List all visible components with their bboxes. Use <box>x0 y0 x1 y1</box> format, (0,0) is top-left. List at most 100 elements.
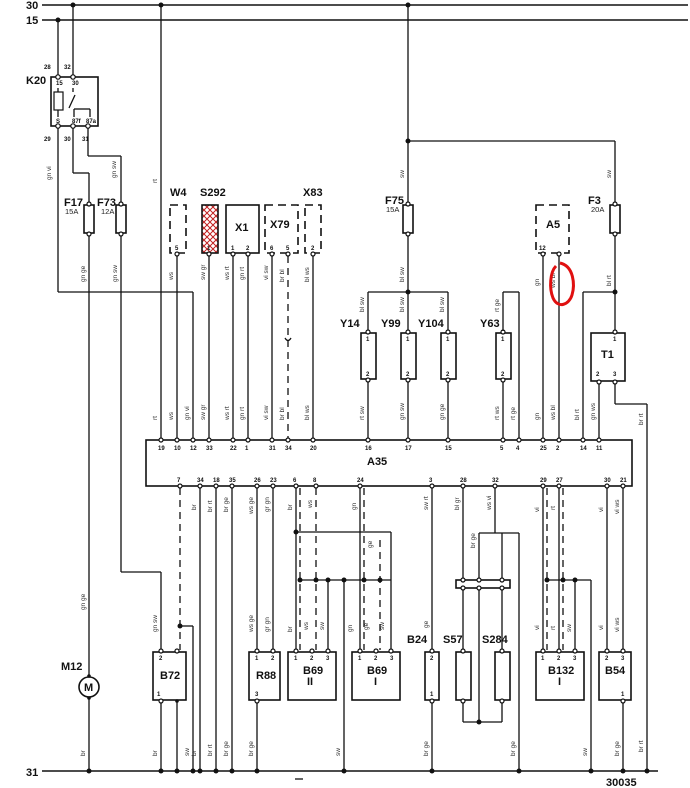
svg-text:X83: X83 <box>303 187 323 199</box>
ecu-bottom-pin-label: 7 <box>177 478 181 484</box>
ecu-top-terminal <box>445 437 451 443</box>
ecu-bottom-terminal <box>540 483 546 489</box>
svg-text:S284: S284 <box>482 634 509 646</box>
svg-text:gn: gn <box>534 412 541 420</box>
svg-text:gn: gn <box>534 278 541 286</box>
svg-text:1: 1 <box>157 692 161 698</box>
svg-text:B69: B69 <box>303 665 323 677</box>
rail-15: 15 <box>26 15 688 27</box>
ecu-bottom-terminal <box>213 483 219 489</box>
svg-text:1: 1 <box>294 656 298 662</box>
svg-text:1: 1 <box>231 246 235 252</box>
ecu-top-pin-label: 2 <box>556 446 560 452</box>
svg-text:br ge: br ge <box>510 741 517 756</box>
svg-text:28: 28 <box>44 65 51 71</box>
motor-symbol: M <box>84 682 93 694</box>
svg-text:12A: 12A <box>101 207 114 216</box>
ecu-bottom-terminal <box>270 483 276 489</box>
svg-text:87f: 87f <box>72 119 82 125</box>
module-a5: A5 12 <box>535 204 570 257</box>
svg-text:3: 3 <box>255 692 259 698</box>
svg-text:X1: X1 <box>235 222 248 234</box>
ecu-top-pin-label: 15 <box>445 446 452 452</box>
svg-text:12: 12 <box>539 246 546 252</box>
svg-text:br bl: br bl <box>279 407 286 420</box>
svg-text:30: 30 <box>64 137 71 143</box>
svg-text:sw: sw <box>399 170 406 178</box>
svg-text:2: 2 <box>501 372 505 378</box>
ecu-bottom-terminal <box>492 483 498 489</box>
svg-text:sw: sw <box>379 622 386 630</box>
svg-text:2: 2 <box>557 656 561 662</box>
svg-text:ws rt: ws rt <box>224 406 231 421</box>
svg-text:2: 2 <box>366 372 370 378</box>
svg-text:gn: gn <box>351 502 358 510</box>
svg-text:B24: B24 <box>407 634 428 646</box>
svg-text:ws rt: ws rt <box>224 266 231 281</box>
svg-text:ge: ge <box>367 540 374 548</box>
ecu-bottom-terminal <box>357 483 363 489</box>
fuse-f75: F75 15A <box>385 195 414 237</box>
module-t1: T1 1 2 3 <box>590 329 626 385</box>
ecu-top-pin-label: 19 <box>158 446 165 452</box>
ecu-bottom-pin-label: 30 <box>604 478 611 484</box>
svg-text:bl gr: bl gr <box>454 497 461 510</box>
svg-text:vi: vi <box>598 625 605 630</box>
ecu-bottom-terminal <box>604 483 610 489</box>
ecu-top-pin-label: 11 <box>596 446 603 452</box>
fuse-f3: F3 20A <box>588 195 621 237</box>
svg-text:F3: F3 <box>588 195 601 207</box>
svg-text:ws: ws <box>303 621 310 631</box>
svg-text:ws bl: ws bl <box>550 273 557 289</box>
svg-text:I: I <box>558 676 561 688</box>
svg-text:15A: 15A <box>386 205 399 214</box>
svg-text:2: 2 <box>596 372 600 378</box>
ecu-top-terminal <box>405 437 411 443</box>
svg-text:ws bl: ws bl <box>550 405 557 421</box>
ecu-bottom-terminal <box>254 483 260 489</box>
svg-text:bl sw: bl sw <box>439 297 446 312</box>
svg-text:1: 1 <box>501 337 505 343</box>
valve-y104: Y104 1 2 <box>418 318 457 383</box>
svg-text:gr gn: gr gn <box>264 497 271 512</box>
ecu-bottom-terminal <box>197 483 203 489</box>
svg-text:1: 1 <box>446 337 450 343</box>
svg-text:bl sw: bl sw <box>399 267 406 282</box>
svg-text:F73: F73 <box>97 197 116 209</box>
svg-text:2: 2 <box>446 372 450 378</box>
svg-text:bl sw: bl sw <box>399 297 406 312</box>
ecu-top-terminal <box>596 437 602 443</box>
ecu-top-terminal <box>365 437 371 443</box>
ecu-top-pin-label: 14 <box>580 446 587 452</box>
ecu-top-pin-label: 31 <box>269 446 276 452</box>
svg-text:br ge: br ge <box>470 533 477 548</box>
svg-text:F17: F17 <box>64 197 83 209</box>
ecu-top-pin-label: 10 <box>174 446 181 452</box>
svg-text:M12: M12 <box>61 661 82 673</box>
svg-text:1: 1 <box>366 337 370 343</box>
ecu-bottom-terminal <box>460 483 466 489</box>
svg-text:ws: ws <box>168 411 175 421</box>
rail-30-label: 30 <box>26 0 38 12</box>
svg-text:gn ge: gn ge <box>80 265 87 282</box>
svg-text:31: 31 <box>82 137 89 143</box>
svg-text:1: 1 <box>255 656 259 662</box>
svg-text:30: 30 <box>72 81 79 87</box>
svg-text:sw: sw <box>582 748 589 756</box>
svg-text:1: 1 <box>621 692 625 698</box>
svg-text:bl ws: bl ws <box>304 266 311 282</box>
ecu-top-pin-label: 33 <box>206 446 213 452</box>
ecu-top-terminal <box>556 437 562 443</box>
motor-m12: M12 M <box>61 661 100 700</box>
svg-text:3: 3 <box>573 656 577 662</box>
svg-text:A5: A5 <box>546 219 560 231</box>
ecu-top-terminal <box>580 437 586 443</box>
svg-text:87a: 87a <box>86 119 97 125</box>
svg-text:rt ws: rt ws <box>494 406 501 420</box>
svg-text:29: 29 <box>44 137 51 143</box>
svg-text:br: br <box>80 749 87 756</box>
ecu-bottom-terminal <box>229 483 235 489</box>
